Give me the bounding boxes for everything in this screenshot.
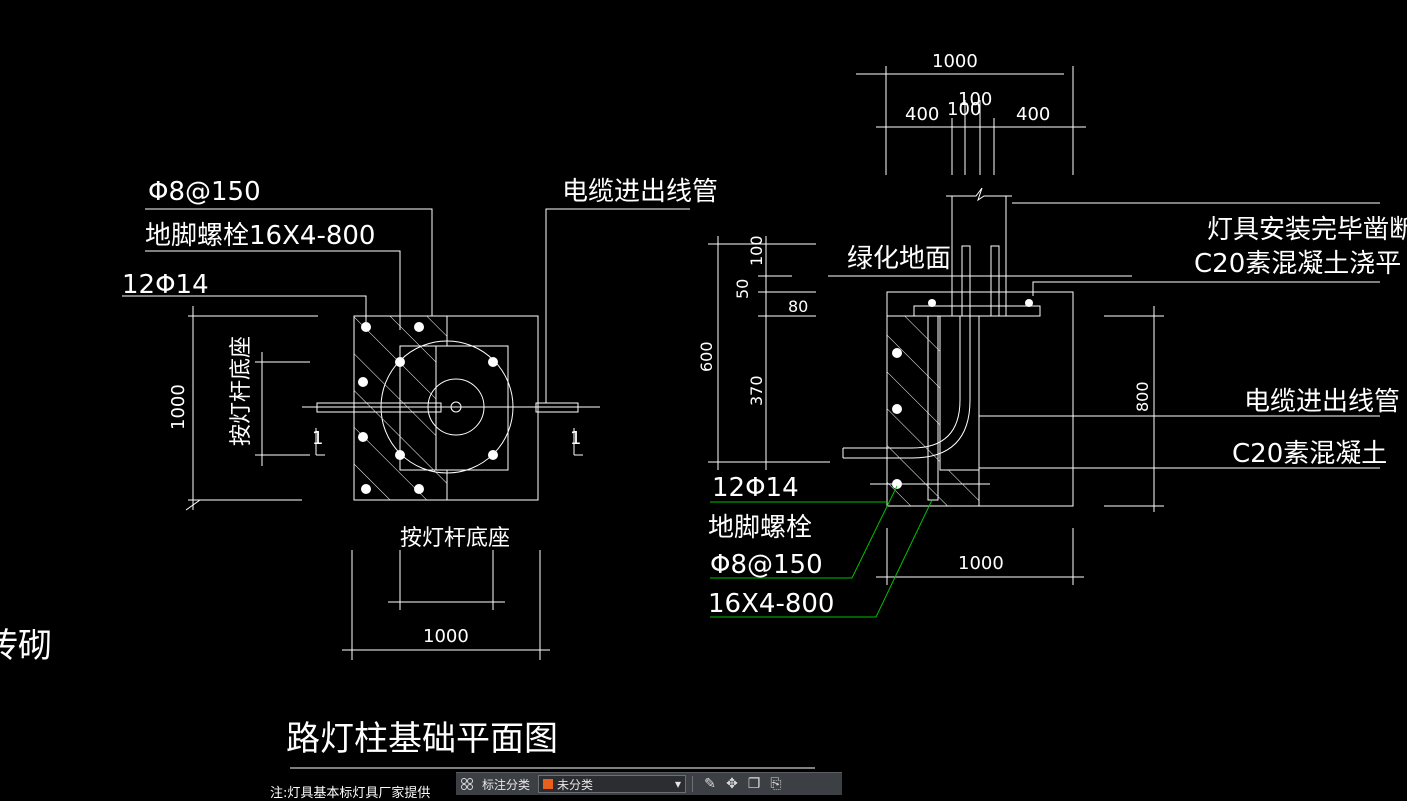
- plan-label-rebar: Φ8@150: [148, 177, 261, 207]
- plan-dim-height: 1000: [168, 384, 189, 430]
- copy-icon[interactable]: ❐: [747, 776, 761, 792]
- plan-label-cable: 电缆进出线管: [562, 177, 718, 207]
- section-label-pour-2: C20素混凝土浇平: [1194, 249, 1401, 279]
- category-select[interactable]: 未分类 ▾: [538, 775, 687, 793]
- plan-label-bolt: 地脚螺栓16X4-800: [145, 221, 375, 251]
- section-label-bolt-spec: 16X4-800: [708, 589, 834, 619]
- section-label-concrete: C20素混凝土: [1232, 439, 1387, 469]
- paste-icon[interactable]: ⎘: [770, 776, 782, 792]
- category-color-swatch: [543, 779, 554, 789]
- section-dim-100: 100: [747, 235, 766, 266]
- leader-main-rebar: [122, 295, 367, 322]
- section-dim-80: 80: [788, 297, 808, 316]
- left-fragment-text: 砖砌: [0, 626, 52, 666]
- lamp-base-outline: [399, 345, 509, 471]
- section-label-rebar: Φ8@150: [710, 550, 823, 580]
- category-label: 标注分类: [482, 777, 531, 792]
- plan-label-main-rebar: 12Φ14: [122, 270, 209, 300]
- leader-cable: [545, 208, 690, 403]
- section-view: 1000 400 100 100 400 绿化地面 灯具安装完毕凿断 C20素混…: [697, 51, 1407, 619]
- section-dim-400-left: 400: [905, 104, 939, 125]
- section-dim-100-b: 100: [958, 89, 992, 110]
- rebar-dots: [358, 322, 498, 494]
- drawing-title: 路灯柱基础平面图: [286, 719, 558, 759]
- plan-view: Φ8@150 地脚螺栓16X4-800 12Φ14 电缆进出线管 按灯杆底座 按…: [122, 177, 815, 769]
- chevron-down-icon: ▾: [674, 777, 682, 791]
- annotation-toolbar: 标注分类 未分类 ▾ ✎ ✥ ❐ ⎘: [456, 772, 842, 795]
- partial-note-text: 注:灯具基本标灯具厂家提供: [270, 786, 431, 801]
- leader-bolt: [145, 250, 401, 330]
- section-label-green-ground: 绿化地面: [847, 244, 951, 274]
- plan-dim-width: 1000: [423, 626, 469, 647]
- section-dim-100-a: 100: [947, 99, 981, 120]
- section-mark-right: 1: [570, 428, 581, 449]
- leader-rebar: [145, 208, 433, 316]
- section-label-bolt: 地脚螺栓: [708, 513, 812, 543]
- section-label-main-rebar: 12Φ14: [712, 473, 799, 503]
- section-dim-bottom: 1000: [958, 553, 1004, 574]
- plan-label-base-bottom: 按灯杆底座: [400, 526, 510, 551]
- category-selected-value: 未分类: [557, 777, 594, 792]
- section-mark-left: 1: [312, 428, 323, 449]
- move-icon[interactable]: ✥: [726, 776, 738, 792]
- edit-icon[interactable]: ✎: [704, 776, 716, 792]
- section-dim-800: 800: [1133, 381, 1152, 412]
- section-dim-50: 50: [733, 279, 752, 299]
- plan-label-base-side: 按灯杆底座: [229, 336, 254, 446]
- section-dim-top-total: 1000: [932, 51, 978, 72]
- section-label-pour-1: 灯具安装完毕凿断: [1207, 215, 1407, 245]
- section-dim-600: 600: [697, 341, 716, 372]
- section-dim-400-right: 400: [1016, 104, 1050, 125]
- section-label-cable: 电缆进出线管: [1244, 387, 1400, 417]
- grip-icon[interactable]: [456, 773, 478, 795]
- section-dim-370: 370: [747, 375, 766, 406]
